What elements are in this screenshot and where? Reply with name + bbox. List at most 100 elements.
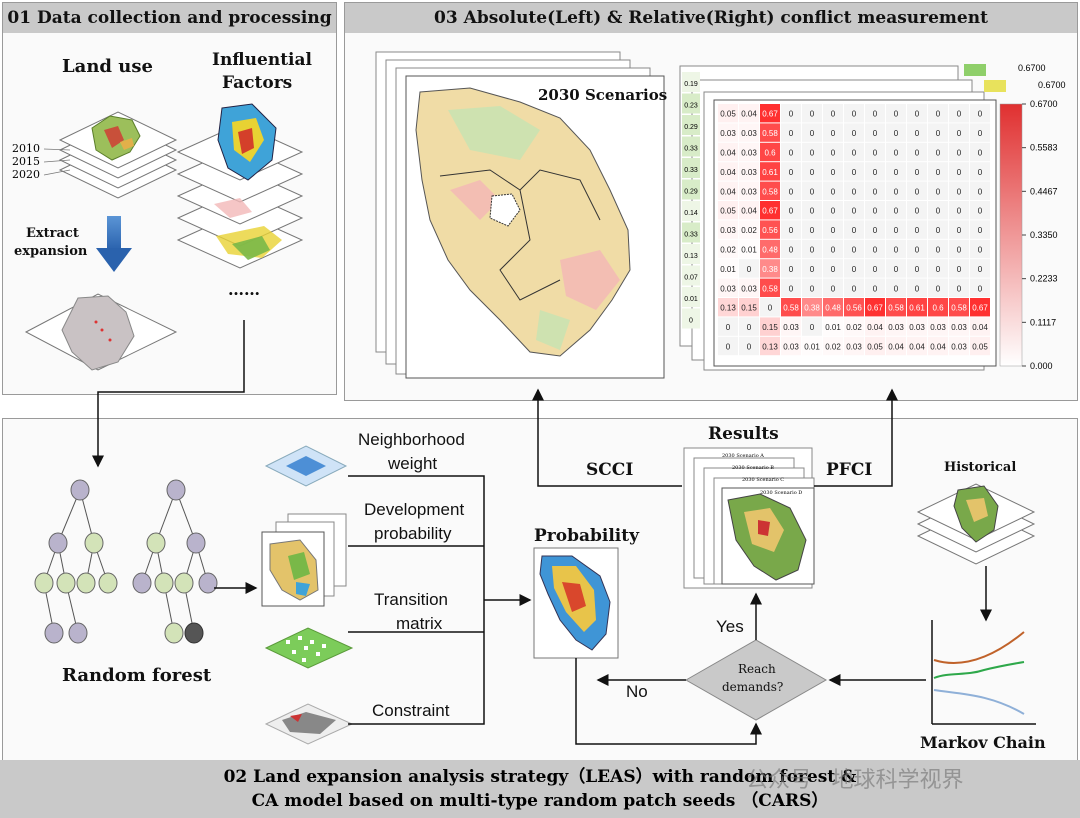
matrix-cell-label: 0.03 [951, 343, 967, 352]
matrix-cell-label: 0.02 [720, 246, 736, 255]
matrix-cell-label: 0 [978, 149, 983, 158]
matrix-cell-label: 0 [789, 207, 794, 216]
matrix-cell-label: 0.04 [741, 207, 757, 216]
development-label-1: Development [364, 500, 464, 520]
matrix-cell-label: 0 [894, 284, 899, 293]
matrix-cell-label: 0.6 [764, 149, 776, 158]
matrix-cell-label: 0 [978, 110, 983, 119]
matrix-cell-label: 0 [810, 284, 815, 293]
random-forest-label: Random forest [62, 665, 211, 686]
matrix-cell-label: 0 [915, 110, 920, 119]
matrix-cell-label: 0 [978, 284, 983, 293]
matrix-cell-label: 0.04 [720, 187, 736, 196]
matrix-cell-label: 0 [747, 265, 752, 274]
colorbar-tick-label: 0.2233 [1030, 274, 1058, 284]
matrix-cell-label: 0 [936, 129, 941, 138]
small-legend-max-2: 0.6700 [1038, 80, 1066, 90]
matrix-cell-label: 0 [915, 265, 920, 274]
matrix-cell-label: 0 [978, 265, 983, 274]
matrix-cell-label: 0.03 [888, 323, 904, 332]
matrix-cell-label: 0 [936, 284, 941, 293]
matrix-cell-label: 0.58 [888, 304, 904, 313]
matrix-cell-label: 0.05 [867, 343, 883, 352]
matrix-cell-label: 0 [894, 265, 899, 274]
matrix-cell-label: 0 [831, 265, 836, 274]
matrix-cell-label: 0.03 [720, 226, 736, 235]
matrix-cell-label: 0.03 [930, 323, 946, 332]
extract-label-1: Extract [26, 226, 79, 241]
neighborhood-weight-icon [266, 446, 346, 486]
matrix-back-cell-label: 0.33 [684, 232, 698, 239]
matrix-cell-label: 0.04 [888, 343, 904, 352]
matrix-cell-label: 0 [810, 129, 815, 138]
influential-factors-stack [178, 104, 302, 268]
matrix-cell-label: 0 [894, 129, 899, 138]
matrix-cell-label: 0 [789, 168, 794, 177]
matrix-cell-label: 0.01 [804, 343, 820, 352]
matrix-cell-label: 0 [726, 343, 731, 352]
ellipsis-label: …… [228, 280, 260, 299]
matrix-cell-label: 0 [936, 168, 941, 177]
matrix-cell-label: 0 [957, 129, 962, 138]
matrix-cell-label: 0 [810, 246, 815, 255]
matrix-cell-label: 0.05 [720, 110, 736, 119]
watermark: 公众号 · 地球科学视界 [746, 762, 964, 794]
land-use-stack [60, 112, 176, 198]
matrix-cell-label: 0.58 [783, 304, 799, 313]
matrix-cell-label: 0 [789, 187, 794, 196]
colorbar-tick-label: 0.4467 [1030, 186, 1058, 196]
matrix-back-cell-label: 0.13 [684, 253, 698, 260]
matrix-back-cell-label: 0.33 [684, 146, 698, 153]
matrix-cell-label: 0 [894, 168, 899, 177]
year-2020: 2020 [12, 168, 40, 181]
matrix-cell-label: 0.67 [762, 207, 778, 216]
matrix-cell-label: 0 [936, 110, 941, 119]
matrix-cell-label: 0 [810, 226, 815, 235]
colorbar [1000, 104, 1022, 366]
matrix-cell-label: 0 [726, 323, 731, 332]
transition-label-1: Transition [374, 590, 448, 610]
matrix-cell-label: 0 [810, 187, 815, 196]
matrix-cell-label: 0 [789, 265, 794, 274]
colorbar-tick-label: 0.3350 [1030, 230, 1058, 240]
matrix-cell-label: 0.56 [846, 304, 862, 313]
matrix-cell-label: 0 [957, 265, 962, 274]
development-label-2: probability [374, 524, 452, 544]
matrix-cell-label: 0.58 [762, 187, 778, 196]
matrix-cell-label: 0 [873, 129, 878, 138]
influential-label-1: Influential [212, 50, 312, 70]
matrix-cell-label: 0.01 [741, 246, 757, 255]
matrix-back-cell-label: 0.29 [684, 189, 698, 196]
probability-label: Probability [534, 526, 639, 546]
influential-label-2: Factors [222, 73, 292, 93]
matrix-cell-label: 0.05 [720, 207, 736, 216]
matrix-cell-label: 0.03 [741, 168, 757, 177]
matrix-cell-label: 0.03 [909, 323, 925, 332]
matrix-cell-label: 0.03 [741, 149, 757, 158]
reach-label-1: Reach [738, 662, 776, 676]
matrix-cell-label: 0.58 [951, 304, 967, 313]
matrix-cell-label: 0 [873, 284, 878, 293]
matrix-cell-label: 0.04 [720, 168, 736, 177]
matrix-cell-label: 0 [789, 149, 794, 158]
matrix-cell-label: 0.56 [762, 226, 778, 235]
matrix-cell-label: 0 [831, 168, 836, 177]
matrix-cell-label: 0.48 [825, 304, 841, 313]
matrix-cell-label: 0 [810, 207, 815, 216]
panel-title-02-line2: CA model based on multi-type random patc… [252, 789, 829, 813]
transition-label-2: matrix [396, 614, 442, 634]
matrix-cell-label: 0 [915, 284, 920, 293]
matrix-cell-label: 0 [810, 265, 815, 274]
neighborhood-label-1: Neighborhood [358, 430, 465, 450]
matrix-cell-label: 0 [747, 343, 752, 352]
matrix-cell-label: 0 [978, 129, 983, 138]
matrix-cell-label: 0 [852, 246, 857, 255]
matrix-cell-label: 0 [957, 284, 962, 293]
relative-conflict-matrix: 0.05 0.04 0.67 0 0 0 0 0 0 0 0 0 0 0.03 0.03 0.58 0 0 0 0 0 0… [718, 104, 990, 355]
matrix-cell-label: 0 [957, 207, 962, 216]
matrix-cell-label: 0.02 [741, 226, 757, 235]
year-2015: 2015 [12, 155, 40, 168]
matrix-cell-label: 0.6 [932, 304, 944, 313]
matrix-cell-label: 0.67 [762, 110, 778, 119]
